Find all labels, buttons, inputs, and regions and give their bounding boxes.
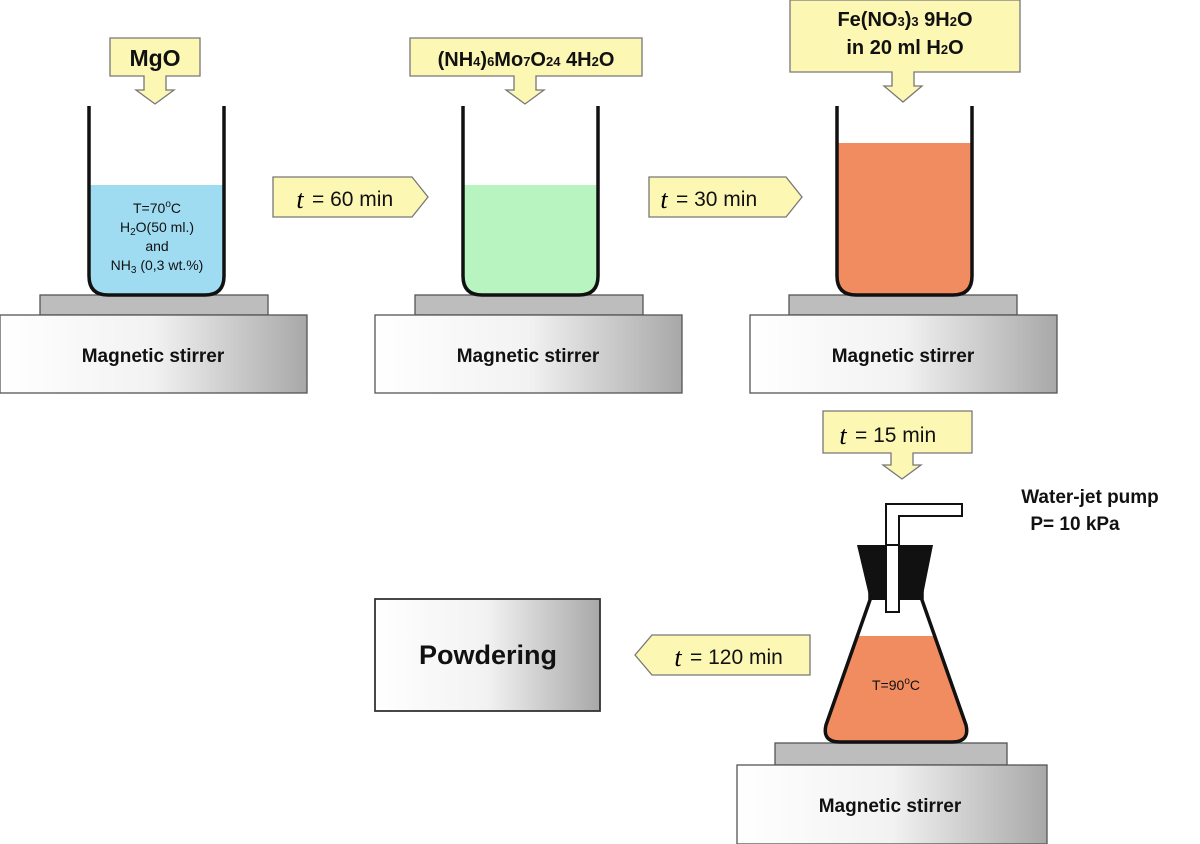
step-arrow-60min: t = 60 min bbox=[272, 176, 429, 218]
stirrer-plate bbox=[39, 294, 269, 316]
stirrer-base bbox=[0, 314, 308, 394]
stirrer-plate bbox=[774, 742, 1008, 766]
powdering-box: Powdering bbox=[374, 598, 601, 712]
stirrer-label: Magnetic stirrer bbox=[82, 346, 225, 367]
stirrer-station-4: Magnetic stirrer bbox=[736, 742, 1048, 844]
stirrer-station-1: Magnetic stirrer bbox=[0, 294, 308, 394]
step-duration: = 120 min bbox=[690, 646, 783, 669]
step-duration: = 15 min bbox=[855, 424, 936, 447]
reagent-ammonium-molybdate: (NH4)6Mo7O24 4H2O bbox=[438, 49, 615, 71]
stirrer-base bbox=[374, 314, 683, 394]
reagent-iron-nitrate-line2: in 20 ml H2O bbox=[846, 37, 963, 59]
step-arrow-15min: t = 15 min bbox=[822, 410, 973, 480]
pump-label-line1: Water-jet pump bbox=[1021, 487, 1159, 508]
beaker1-water: H2O(50 ml.) bbox=[120, 219, 194, 238]
callout-ammonium-molybdate: (NH4)6Mo7O24 4H2O bbox=[409, 37, 643, 105]
green-liquid bbox=[464, 185, 597, 294]
stirrer-station-2: Magnetic stirrer bbox=[374, 294, 683, 394]
callout-iron-nitrate: Fe(NO3)3 9H2O in 20 ml H2O bbox=[789, 0, 1021, 103]
time-symbol: t bbox=[296, 185, 304, 214]
beaker1-and: and bbox=[145, 238, 168, 254]
orange-liquid bbox=[838, 143, 971, 294]
reagent-mgo: MgO bbox=[129, 45, 180, 71]
time-symbol: t bbox=[839, 421, 847, 450]
pump-label-line2: P= 10 kPa bbox=[1030, 514, 1120, 535]
step-duration: = 60 min bbox=[312, 188, 393, 211]
orange-liquid bbox=[825, 636, 967, 742]
stirrer-base bbox=[749, 314, 1058, 394]
beaker1-ammonia: NH3 (0,3 wt.%) bbox=[111, 257, 204, 276]
stirrer-label: Magnetic stirrer bbox=[832, 346, 975, 367]
beaker-blue: T=70oC H2O(50 ml.) and NH3 (0,3 wt.%) bbox=[87, 106, 226, 297]
step-arrow-120min: t = 120 min bbox=[634, 634, 811, 676]
stirrer-label: Magnetic stirrer bbox=[457, 346, 600, 367]
blue-liquid bbox=[90, 185, 223, 294]
reagent-iron-nitrate-line1: Fe(NO3)3 9H2O bbox=[837, 9, 972, 31]
time-symbol: t bbox=[674, 643, 682, 672]
callout-mgo: MgO bbox=[109, 37, 201, 105]
beaker1-temp: T=70oC bbox=[133, 199, 181, 216]
powdering-label: Powdering bbox=[419, 640, 557, 670]
stirrer-station-3: Magnetic stirrer bbox=[749, 294, 1058, 394]
stirrer-plate bbox=[788, 294, 1018, 316]
stirrer-label: Magnetic stirrer bbox=[819, 796, 962, 817]
stirrer-plate bbox=[414, 294, 644, 316]
beaker-orange bbox=[835, 106, 974, 297]
stirrer-base bbox=[736, 764, 1048, 844]
beaker-green bbox=[461, 106, 600, 297]
time-symbol: t bbox=[660, 185, 668, 214]
step-duration: = 30 min bbox=[676, 188, 757, 211]
erlenmeyer-flask: T=90oC bbox=[823, 503, 969, 744]
flask-temp: T=90oC bbox=[872, 676, 920, 693]
step-arrow-30min: t = 30 min bbox=[648, 176, 803, 218]
